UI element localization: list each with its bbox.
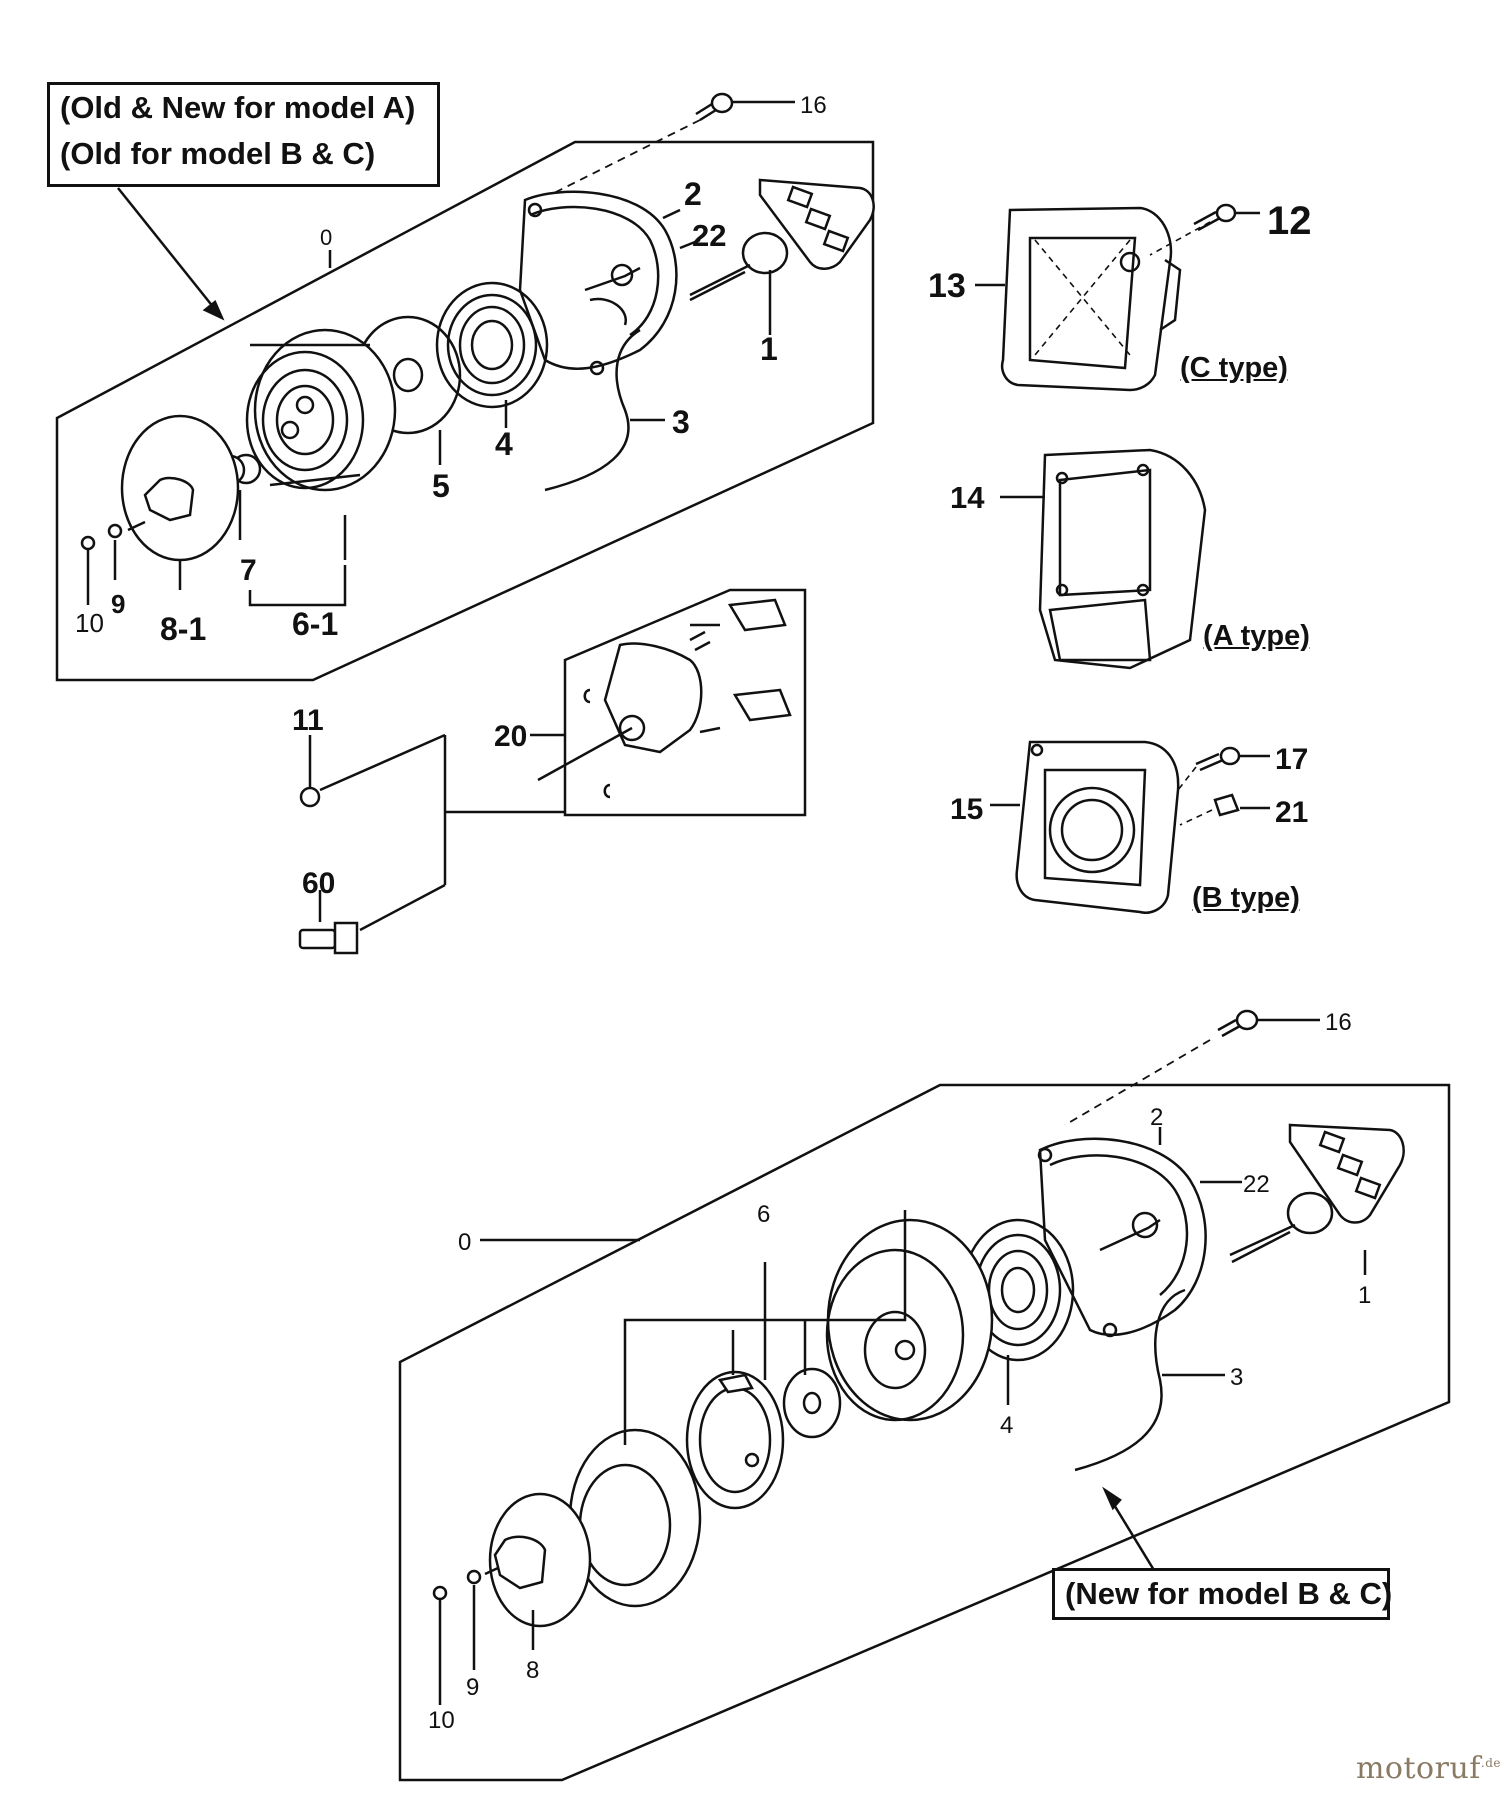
screw-washer-9-10-bottom xyxy=(432,1566,499,1705)
part-label-3-bottom: 3 xyxy=(1230,1364,1243,1391)
a-type-label: (A type) xyxy=(1203,620,1310,652)
bracket-11-60 xyxy=(443,735,565,885)
watermark-text: motoruf xyxy=(1355,1751,1481,1786)
part-label-60: 60 xyxy=(302,867,335,900)
part-label-12: 12 xyxy=(1267,199,1312,243)
recoil-spring-top xyxy=(435,281,549,428)
part-label-13: 13 xyxy=(928,267,966,305)
b-type-label: (B type) xyxy=(1192,882,1300,914)
friction-plate-bottom xyxy=(568,1428,702,1608)
part-label-10-bottom: 10 xyxy=(428,1707,455,1734)
nut-11 xyxy=(299,733,446,808)
part-label-1-bottom: 1 xyxy=(1358,1282,1371,1309)
part-label-4-top: 4 xyxy=(495,426,513,462)
part-label-16-bottom: 16 xyxy=(1325,1009,1352,1036)
ratchet-assembly-20 xyxy=(530,588,807,817)
upper-model-callout: (Old & New for model A) (Old for model B… xyxy=(47,82,440,187)
upper-callout-line-2: (Old for model B & C) xyxy=(60,136,376,171)
reel-6-1 xyxy=(245,328,397,607)
part-label-6: 6 xyxy=(757,1201,770,1228)
part-label-20: 20 xyxy=(494,720,527,753)
part-label-14: 14 xyxy=(950,480,985,515)
starter-rope-top xyxy=(544,328,641,492)
starter-rope-bottom xyxy=(1074,1288,1186,1472)
housing-b-type xyxy=(990,740,1270,914)
part-label-17: 17 xyxy=(1275,743,1308,776)
upper-callout-arrowhead xyxy=(202,300,225,321)
pulley-8-bottom xyxy=(488,1492,592,1650)
housing-c-type xyxy=(975,203,1260,392)
part-label-6-1: 6-1 xyxy=(292,606,338,642)
fitting-60 xyxy=(298,883,446,955)
part-label-2-top: 2 xyxy=(684,176,702,212)
part-label-21: 21 xyxy=(1275,796,1308,829)
part-label-8-1: 8-1 xyxy=(160,611,206,647)
starter-handle-top xyxy=(689,178,875,335)
lower-model-callout: (New for model B & C) xyxy=(1052,1568,1393,1620)
part-label-22-top: 22 xyxy=(692,218,726,253)
part-label-22-bottom: 22 xyxy=(1243,1171,1270,1198)
screw-16-top xyxy=(539,92,795,201)
part-label-8: 8 xyxy=(526,1657,539,1684)
part-label-4-bottom: 4 xyxy=(1000,1412,1013,1439)
pulley-8-1 xyxy=(120,414,240,590)
lower-assembly-frame xyxy=(398,1083,1451,1782)
screw-16-bottom xyxy=(1064,1009,1320,1126)
part-label-9-top: 9 xyxy=(111,589,125,619)
watermark-suffix: .de xyxy=(1480,1756,1501,1770)
upper-assembly-frame xyxy=(55,140,875,682)
part-label-0-bottom: 0 xyxy=(458,1229,471,1256)
watermark-logo: motoruf.de xyxy=(1356,1751,1501,1786)
part-label-11: 11 xyxy=(292,704,324,737)
nut-21 xyxy=(1179,793,1270,826)
recoil-cover-top xyxy=(518,190,678,376)
part-label-7: 7 xyxy=(240,554,257,587)
part-label-0-top: 0 xyxy=(320,225,332,250)
washer-bottom xyxy=(782,1367,842,1439)
spring-holder-bottom xyxy=(685,1370,785,1510)
upper-callout-line-1: (Old & New for model A) xyxy=(60,90,416,125)
c-type-label: (C type) xyxy=(1180,352,1288,384)
recoil-cover-bottom xyxy=(1037,1137,1207,1338)
part-label-5: 5 xyxy=(432,468,450,504)
leader-22-top xyxy=(679,238,701,250)
screw-12 xyxy=(1193,203,1260,232)
screw-17 xyxy=(1177,746,1270,791)
screw-washer-9-10-top xyxy=(80,520,146,605)
part-label-2-bottom: 2 xyxy=(1150,1104,1163,1131)
housing-a-type xyxy=(1000,448,1207,670)
part-label-15: 15 xyxy=(950,793,983,826)
upper-callout-arrow xyxy=(117,187,223,319)
lower-callout-text: (New for model B & C) xyxy=(1065,1576,1393,1611)
part-label-1-top: 1 xyxy=(760,331,778,367)
reel-6-bottom xyxy=(825,1218,994,1422)
part-label-9-bottom: 9 xyxy=(466,1674,479,1701)
part-label-10-top: 10 xyxy=(75,608,104,638)
part-label-16-top: 16 xyxy=(800,92,827,119)
lower-callout-arrow xyxy=(1102,1486,1162,1581)
part-label-3-top: 3 xyxy=(672,404,690,440)
starter-handle-bottom xyxy=(1229,1123,1405,1275)
leader-2-top xyxy=(662,208,681,220)
